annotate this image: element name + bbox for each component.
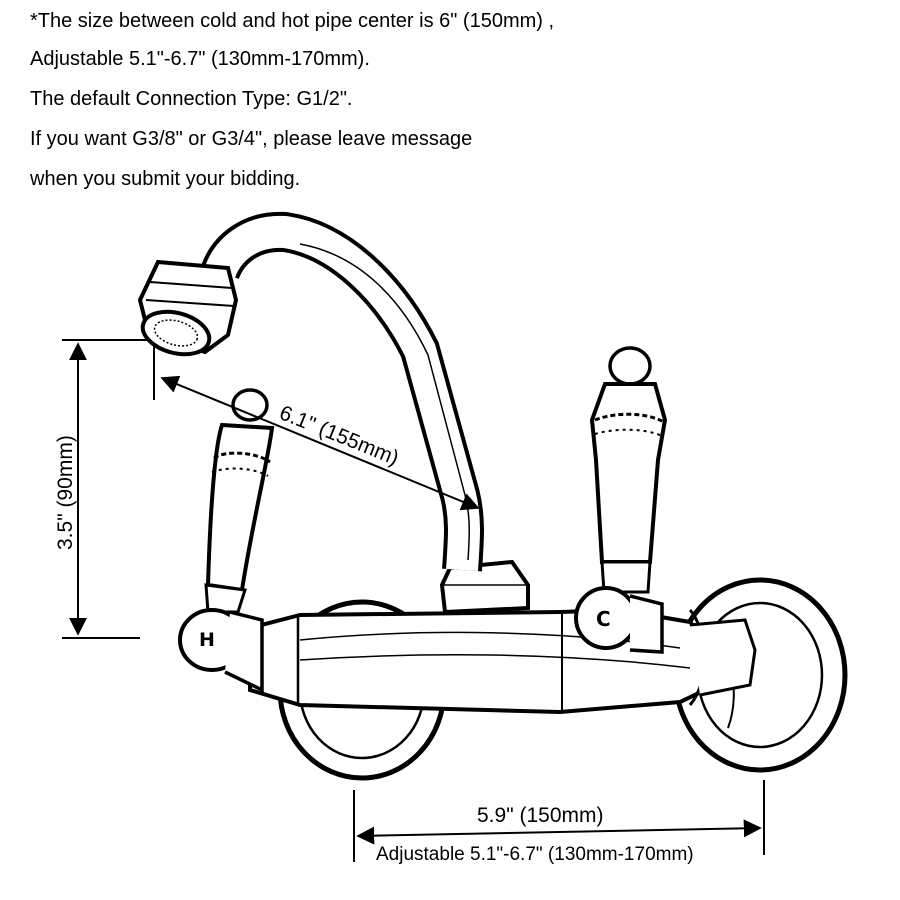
adjustable-label: Adjustable 5.1"-6.7" (130mm-170mm) (376, 844, 694, 865)
hot-label: H (199, 629, 215, 651)
note-line-1: *The size between cold and hot pipe cent… (30, 10, 555, 32)
note-line-5: when you submit your bidding. (30, 168, 301, 190)
aerator (137, 259, 239, 357)
note-line-3: The default Connection Type: G1/2". (30, 88, 353, 110)
note-line-2: Adjustable 5.1"-6.7" (130mm-170mm). (30, 48, 370, 70)
cold-label: C (596, 607, 611, 631)
width-label: 5.9" (150mm) (477, 804, 604, 827)
cold-valve: C (574, 586, 664, 654)
swivel-spout (201, 211, 484, 572)
note-line-4: If you want G3/8" or G3/4", please leave… (30, 128, 473, 150)
height-label: 3.5" (90mm) (54, 435, 77, 550)
cold-handle (589, 346, 668, 594)
hot-valve: H (178, 608, 264, 693)
hot-handle (204, 388, 275, 614)
width-dimension: 5.9" (150mm) Adjustable 5.1"-6.7" (130mm… (353, 780, 765, 865)
reach-label: 6.1" (155mm) (276, 401, 402, 470)
spout-base (439, 559, 530, 615)
height-dimension: 3.5" (90mm) (54, 339, 155, 639)
faucet-body (248, 607, 757, 715)
